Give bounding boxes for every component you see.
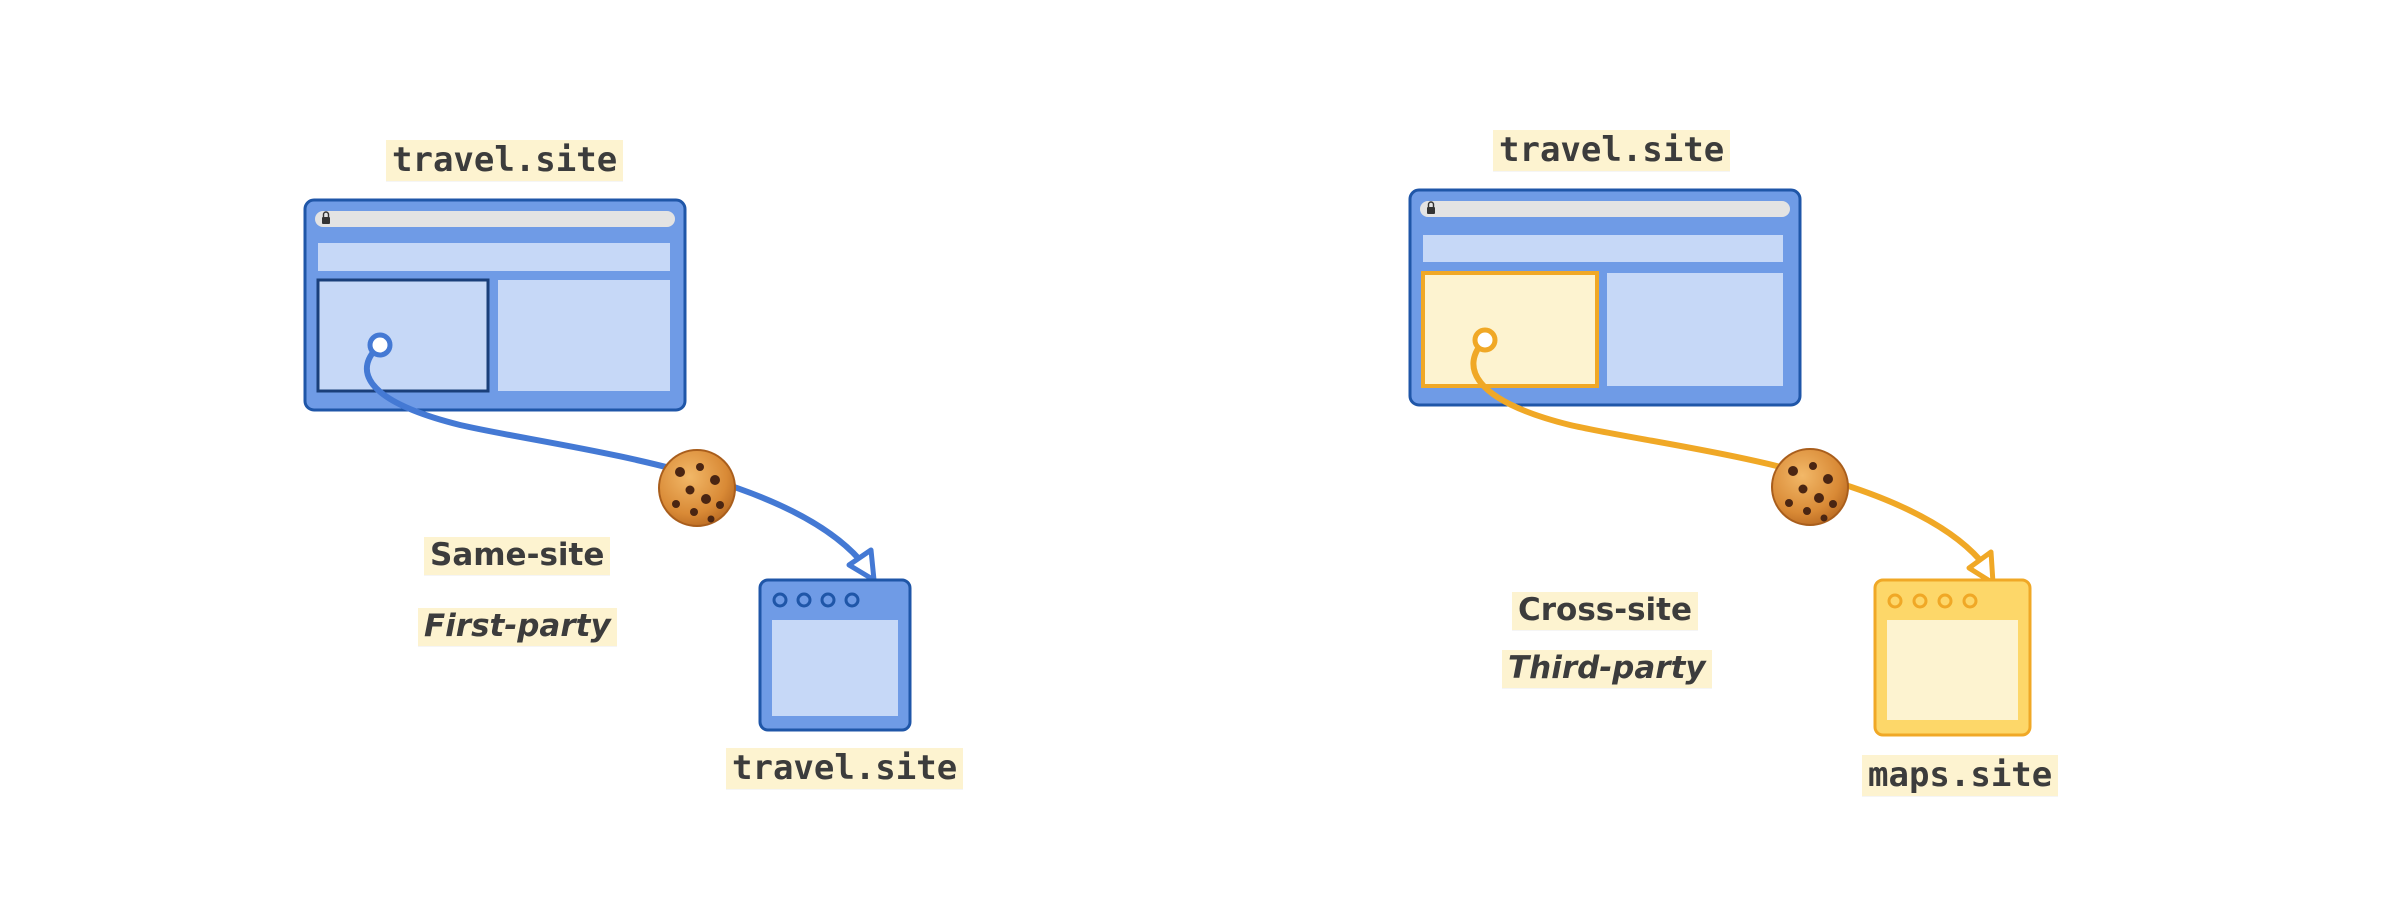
left-target-window <box>758 578 912 732</box>
right-target-window <box>1873 578 2032 737</box>
right-bottom-site-label: maps.site <box>1862 755 2059 796</box>
left-party-label: First-party <box>418 608 617 646</box>
left-address-bar <box>315 211 675 227</box>
left-browser-window <box>303 198 687 412</box>
right-top-site-label: travel.site <box>1493 130 1731 171</box>
left-embedded-frame <box>316 278 490 393</box>
right-party-label: Third-party <box>1502 650 1712 688</box>
right-cookie-arrow <box>1470 327 1996 586</box>
left-content-panel <box>498 280 670 391</box>
right-header-bar <box>1423 235 1783 262</box>
left-header-bar <box>318 243 670 271</box>
right-relation-label: Cross-site <box>1512 592 1699 630</box>
right-address-bar <box>1420 201 1790 217</box>
right-browser-window <box>1408 188 1802 407</box>
left-cookie-icon <box>658 449 736 527</box>
left-bottom-site-label: travel.site <box>726 748 964 789</box>
left-top-site-label: travel.site <box>386 140 624 181</box>
right-cookie-icon <box>1771 448 1849 526</box>
right-lock-icon <box>1427 201 1435 214</box>
right-content-panel <box>1607 273 1783 386</box>
right-embedded-frame <box>1421 271 1599 388</box>
left-cookie-arrow <box>363 332 877 583</box>
left-lock-icon <box>322 211 330 224</box>
left-relation-label: Same-site <box>424 537 611 575</box>
